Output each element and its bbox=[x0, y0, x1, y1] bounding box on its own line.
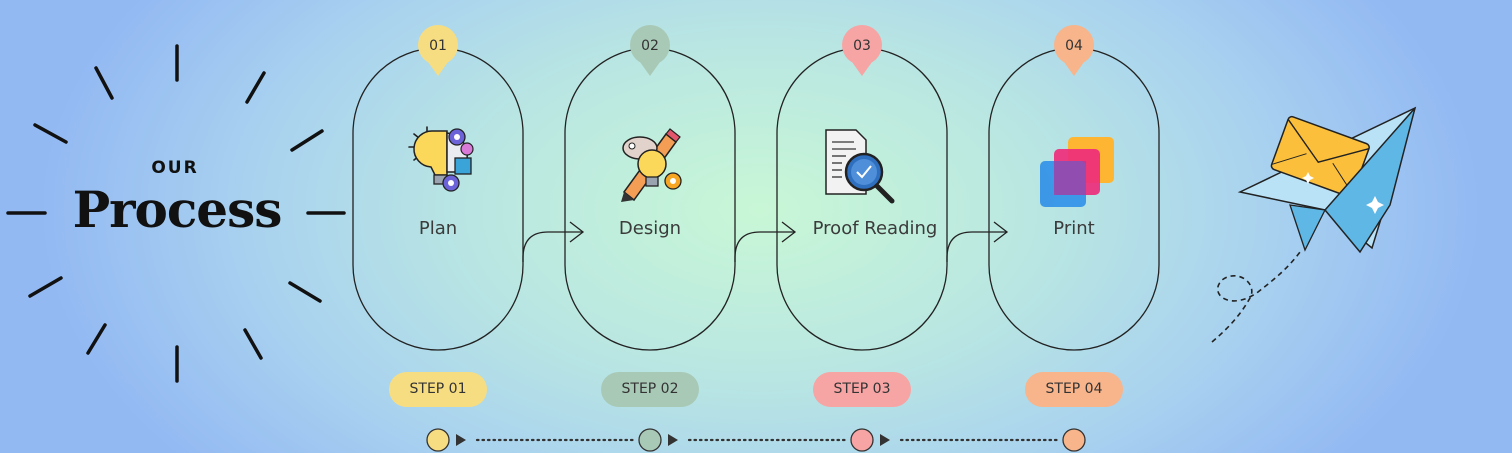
step-label-proof-reading: Proof Reading bbox=[812, 218, 938, 239]
sunburst-rays bbox=[6, 44, 346, 383]
paper-airplane-envelope-icon bbox=[1211, 106, 1417, 343]
number-pin-01 bbox=[418, 25, 458, 76]
timeline-dot-04 bbox=[1062, 428, 1086, 452]
step-pill-02: STEP 02 bbox=[601, 372, 699, 407]
layered-color-squares-icon bbox=[1040, 137, 1114, 207]
creative-brain-pencil-icon bbox=[621, 128, 682, 202]
step-label-design: Design bbox=[618, 218, 682, 239]
title-small: OUR bbox=[151, 158, 199, 178]
lightbulb-gears-icon bbox=[408, 126, 474, 192]
step-number-01: 01 bbox=[429, 38, 447, 54]
timeline-dot-03 bbox=[850, 428, 874, 452]
timeline-dot-02 bbox=[638, 428, 662, 452]
step-number-03: 03 bbox=[853, 38, 871, 54]
step-pill-03: STEP 03 bbox=[813, 372, 911, 407]
step-pill-01: STEP 01 bbox=[389, 372, 487, 407]
number-pin-03 bbox=[842, 25, 882, 76]
number-pin-02 bbox=[630, 25, 670, 76]
document-magnifier-icon bbox=[825, 129, 895, 204]
page-title: Process bbox=[72, 180, 283, 239]
step-number-04: 04 bbox=[1065, 38, 1083, 54]
timeline bbox=[426, 428, 1086, 452]
step-capsules bbox=[352, 47, 1160, 351]
step-label-print: Print bbox=[1053, 218, 1095, 239]
step-connectors bbox=[522, 221, 1009, 262]
step-pill-04: STEP 04 bbox=[1025, 372, 1123, 407]
timeline-dot-01 bbox=[426, 428, 450, 452]
number-pin-04 bbox=[1054, 25, 1094, 76]
step-label-plan: Plan bbox=[418, 218, 458, 239]
step-number-02: 02 bbox=[641, 38, 659, 54]
number-pins bbox=[418, 25, 1094, 76]
